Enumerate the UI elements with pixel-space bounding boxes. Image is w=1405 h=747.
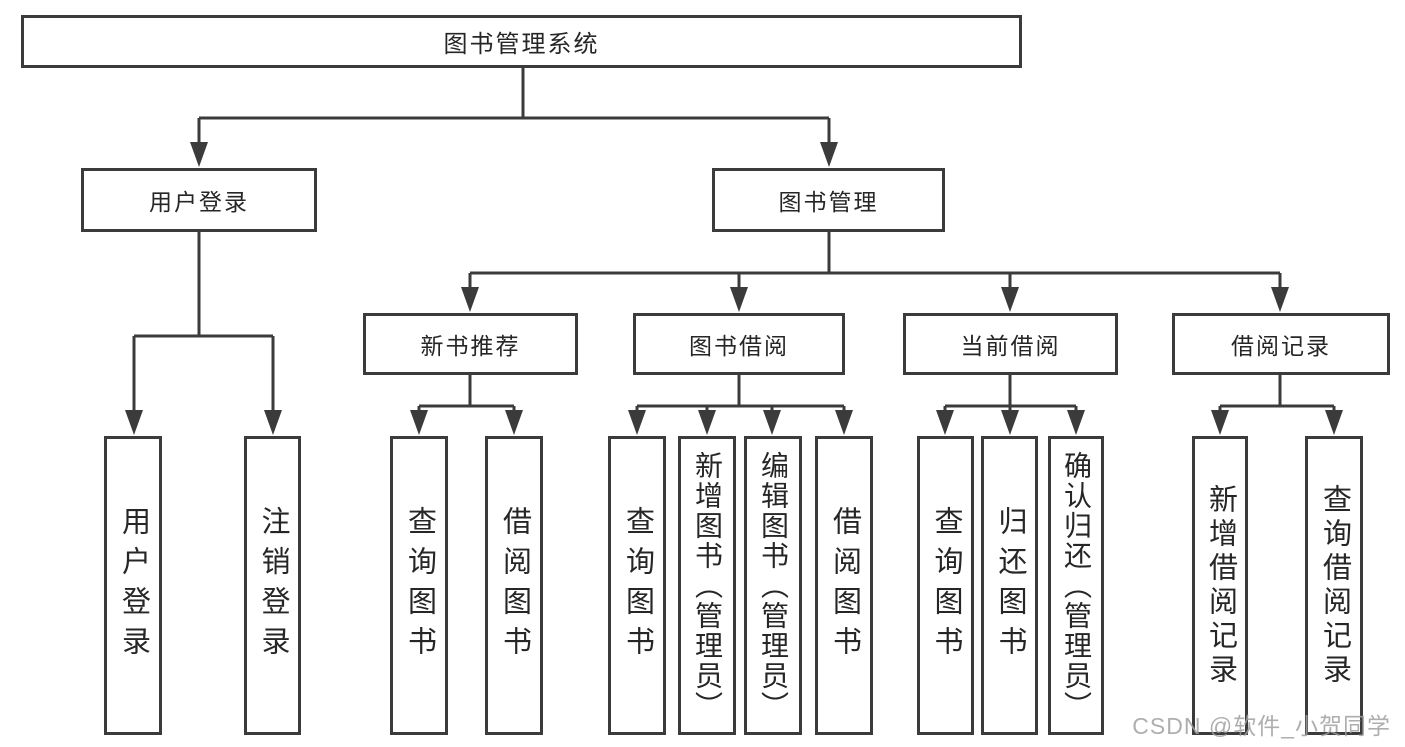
arrowheads — [125, 142, 1343, 435]
leaf-add-book-admin-label: 新增图书（管理员） — [692, 450, 723, 721]
leaf-query-borrow-record-label: 查询借阅记录 — [1318, 483, 1351, 688]
leaf-query-books-borrowing-label: 查询图书 — [621, 505, 654, 666]
leaf-borrow-books-recommend: 借阅图书 — [485, 436, 543, 735]
leaf-query-books-recommend: 查询图书 — [390, 436, 448, 735]
leaf-borrow-books-borrowing: 借阅图书 — [815, 436, 873, 735]
leaf-borrow-books-borrowing-label: 借阅图书 — [828, 505, 861, 666]
node-book-management-label: 图书管理 — [778, 189, 879, 215]
leaf-borrow-books-recommend-label: 借阅图书 — [498, 505, 531, 666]
leaf-user-login: 用户登录 — [104, 436, 162, 735]
node-library-management-system-label: 图书管理系统 — [443, 31, 600, 58]
leaf-return-books: 归还图书 — [981, 436, 1038, 735]
node-current-borrowing: 当前借阅 — [903, 313, 1118, 375]
node-library-management-system: 图书管理系统 — [21, 15, 1022, 68]
node-user-login-label: 用户登录 — [149, 189, 249, 215]
leaf-edit-book-admin-label: 编辑图书（管理员） — [758, 450, 789, 721]
leaf-add-borrow-record-label: 新增借阅记录 — [1204, 483, 1237, 688]
leaf-query-books-current-label: 查询图书 — [930, 505, 962, 666]
leaf-add-borrow-record: 新增借阅记录 — [1192, 436, 1248, 735]
node-borrowing-records-label: 借阅记录 — [1231, 333, 1331, 359]
node-book-borrowing-label: 图书借阅 — [689, 333, 789, 359]
leaf-query-books-borrowing: 查询图书 — [608, 436, 666, 735]
leaf-user-login-label: 用户登录 — [117, 505, 150, 666]
node-borrowing-records: 借阅记录 — [1172, 313, 1390, 375]
node-book-borrowing: 图书借阅 — [633, 313, 845, 375]
node-book-management: 图书管理 — [712, 168, 945, 232]
leaf-add-book-admin: 新增图书（管理员） — [678, 436, 736, 735]
leaf-confirm-return-admin-label: 确认归还（管理员） — [1061, 450, 1092, 721]
node-user-login: 用户登录 — [81, 168, 317, 232]
leaf-edit-book-admin: 编辑图书（管理员） — [744, 436, 802, 735]
node-current-borrowing-label: 当前借阅 — [960, 333, 1061, 359]
leaf-return-books-label: 归还图书 — [994, 505, 1026, 666]
node-new-book-recommend: 新书推荐 — [363, 313, 578, 375]
leaf-query-books-current: 查询图书 — [917, 436, 974, 735]
leaf-logout-label: 注销登录 — [257, 505, 289, 666]
watermark: CSDN @软件_小贺同学 — [1132, 713, 1391, 739]
leaf-query-books-recommend-label: 查询图书 — [403, 505, 436, 666]
leaf-query-borrow-record: 查询借阅记录 — [1305, 436, 1363, 735]
leaf-logout: 注销登录 — [244, 436, 301, 735]
node-new-book-recommend-label: 新书推荐 — [420, 333, 521, 359]
leaf-confirm-return-admin: 确认归还（管理员） — [1048, 436, 1104, 735]
